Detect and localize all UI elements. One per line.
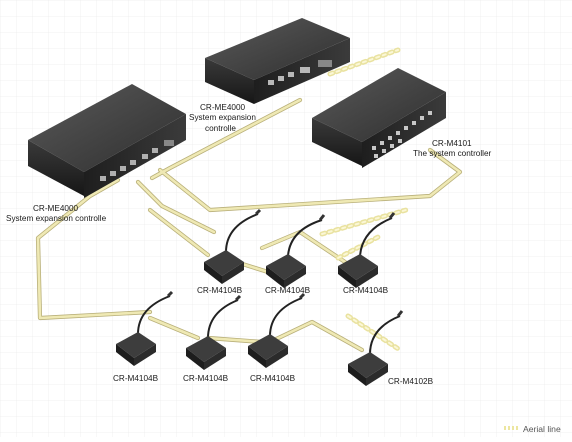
microphone-unit-7 — [348, 310, 404, 386]
expansion-top-desc-2: controlle — [205, 124, 236, 133]
legend: Aerial line — [504, 424, 561, 434]
mic-label-6: CR-M4104B — [250, 374, 296, 383]
front-panel-ports — [268, 60, 332, 85]
mic-label-5: CR-M4104B — [183, 374, 229, 383]
microphone-unit-1 — [204, 208, 262, 284]
microphone-unit-6 — [248, 292, 306, 368]
front-panel-ports — [100, 140, 174, 181]
device-top-face — [205, 18, 350, 80]
mic-label-4: CR-M4104B — [113, 374, 159, 383]
front-panel-buttons — [372, 111, 432, 158]
device-expansion-controller-top — [205, 18, 350, 104]
expansion-top-desc-1: System expansion — [189, 113, 256, 122]
microphone-labels: CR-M4104B CR-M4104B CR-M4104B CR-M4104B … — [113, 286, 434, 386]
device-side-face — [84, 114, 186, 198]
system-controller-model: CR-M4101 — [432, 139, 472, 148]
device-labels: CR-ME4000 System expansion controlle CR-… — [6, 103, 492, 223]
device-front-face — [312, 118, 362, 166]
device-expansion-controller-left — [28, 84, 186, 198]
microphone-unit-5 — [186, 294, 242, 370]
device-top-face — [312, 68, 446, 142]
mic-label-2: CR-M4104B — [265, 286, 311, 295]
microphone-unit-2 — [266, 214, 326, 288]
device-top-face — [28, 84, 186, 172]
device-system-controller — [312, 68, 446, 168]
mic-label-7: CR-M4102B — [388, 377, 434, 386]
microphone-unit-3 — [338, 212, 396, 288]
mic-label-1: CR-M4104B — [197, 286, 243, 295]
mic-label-3: CR-M4104B — [343, 286, 389, 295]
expansion-left-desc: System expansion controlle — [6, 214, 107, 223]
expansion-left-model: CR-ME4000 — [33, 204, 78, 213]
device-front-face — [205, 58, 254, 104]
expansion-top-model: CR-ME4000 — [200, 103, 245, 112]
microphone-unit-4 — [116, 290, 174, 366]
legend-aerial-label: Aerial line — [523, 424, 561, 434]
cable-network — [35, 97, 463, 353]
microphone-units — [116, 208, 404, 386]
device-front-face — [28, 140, 84, 196]
system-controller-desc: The system controller — [413, 149, 492, 158]
